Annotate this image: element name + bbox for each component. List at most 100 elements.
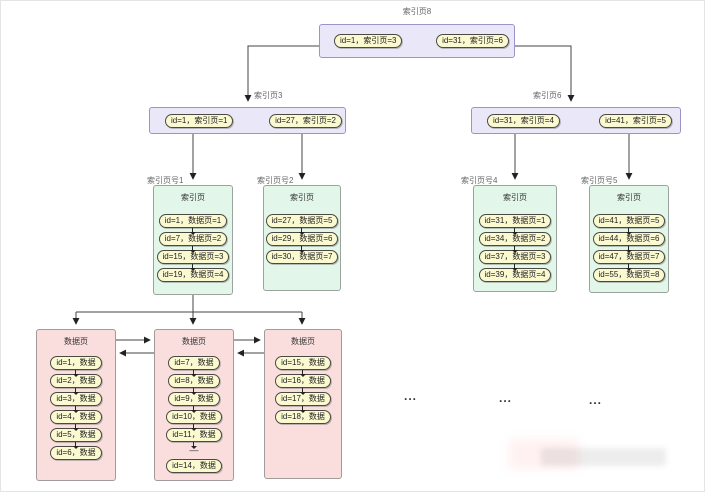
entry: id=4，数据 <box>50 406 102 424</box>
entry: id=3，数据 <box>50 388 102 406</box>
data-page-title: 数据页 <box>182 337 206 346</box>
index-page-no1-entries: id=1，数据页=1 id=7，数据页=2 id=15，数据页=3 id=19，… <box>156 214 230 282</box>
entry: id=41，数据页=5 <box>592 214 666 228</box>
index-entry-pill: id=1，数据页=1 <box>158 214 228 228</box>
data-page-1-entries: id=1，数据 id=2，数据 id=3，数据 id=4，数据 <box>50 356 102 460</box>
ellipsis: ... <box>404 389 418 403</box>
entry: id=14，数据 <box>166 455 222 473</box>
index-entry-pill: id=1，索引页=1 <box>165 113 234 128</box>
down-arrow-icon <box>190 424 197 431</box>
data-page-3-entries: id=15，数据 id=16，数据 id=17，数据 id=18，数据 <box>275 356 331 424</box>
entry: — <box>189 442 198 455</box>
index-entry-pill: id=31，数据页=1 <box>478 214 552 228</box>
down-arrow-icon <box>299 388 306 395</box>
data-page-2-box: 数据页 id=7，数据 id=8，数据 id=9，数据 <box>154 329 234 481</box>
entry: id=34，数据页=2 <box>478 228 552 246</box>
data-page-3-box: 数据页 id=15，数据 id=16，数据 id=17，数据 <box>264 329 342 479</box>
index-page-no2-label: 索引页号2 <box>257 176 294 185</box>
data-page-2-entries: id=7，数据 id=8，数据 id=9，数据 id=10，数据 <box>166 356 222 473</box>
entry: id=8，数据 <box>168 370 220 388</box>
entry: id=27，数据页=5 <box>265 214 339 228</box>
down-arrow-icon <box>189 228 196 235</box>
down-arrow-icon <box>72 406 79 413</box>
entry: id=29，数据页=6 <box>265 228 339 246</box>
entry: id=10，数据 <box>166 406 222 424</box>
index-entry-pill: id=31，索引页=6 <box>436 34 509 48</box>
data-page-title: 数据页 <box>291 337 315 346</box>
entry: id=17，数据 <box>275 388 331 406</box>
down-arrow-icon <box>190 406 197 413</box>
index-entry-pill: id=31，索引页=4 <box>487 113 560 128</box>
index-entry-pill: id=1，索引页=3 <box>334 34 403 48</box>
entry: id=11，数据 <box>166 424 222 442</box>
index-page-no1-box: 索引页 id=1，数据页=1 id=7，数据页=2 id=15，数据页=3 <box>153 185 233 295</box>
index-page-no5-label: 索引页号5 <box>581 176 618 185</box>
index-entry-pill: id=27，数据页=5 <box>265 214 339 228</box>
down-arrow-icon <box>511 228 518 235</box>
index-entry-pill: id=41，数据页=5 <box>592 214 666 228</box>
watermark-blur <box>509 439 579 469</box>
data-entry-pill: id=7，数据 <box>168 356 220 370</box>
entry: id=31，数据页=1 <box>478 214 552 228</box>
down-arrow-icon <box>299 406 306 413</box>
entry: id=18，数据 <box>275 406 331 424</box>
down-arrow-icon <box>72 370 79 377</box>
index-page-no4-entries: id=31，数据页=1 id=34，数据页=2 id=37，数据页=3 id=3… <box>478 214 552 282</box>
index-page-6-label: 索引页6 <box>533 91 562 100</box>
entry: id=55，数据页=8 <box>592 264 666 282</box>
down-arrow-icon <box>72 442 79 449</box>
data-page-title: 数据页 <box>64 337 88 346</box>
index-page-3-box: id=1，索引页=1 id=27，索引页=2 <box>149 107 346 134</box>
entry: id=30，数据页=7 <box>265 246 339 264</box>
data-page-1-box: 数据页 id=1，数据 id=2，数据 id=3，数据 <box>36 329 116 481</box>
down-arrow-icon <box>189 246 196 253</box>
down-arrow-icon <box>72 388 79 395</box>
down-arrow-icon <box>189 264 196 271</box>
index-page-no5-entries: id=41，数据页=5 id=44，数据页=6 id=47，数据页=7 id=5… <box>592 214 666 282</box>
watermark-blur <box>541 448 666 466</box>
down-arrow-icon <box>625 228 632 235</box>
entry: id=9，数据 <box>168 388 220 406</box>
index-page-no5-box: 索引页 id=41，数据页=5 id=44，数据页=6 id=47，数据页=7 <box>589 185 669 293</box>
index-page-3-label: 索引页3 <box>254 91 283 100</box>
entry: id=6，数据 <box>50 442 102 460</box>
down-arrow-icon <box>511 246 518 253</box>
down-arrow-icon <box>511 264 518 271</box>
down-arrow-icon <box>190 370 197 377</box>
entry: id=7，数据 <box>168 356 220 370</box>
data-entry-pill: id=14，数据 <box>166 459 222 473</box>
index-page-6-entries: id=31，索引页=4 id=41，索引页=5 <box>472 108 680 133</box>
entry: id=1，数据 <box>50 356 102 370</box>
index-page-no2-entries: id=27，数据页=5 id=29，数据页=6 id=30，数据页=7 <box>265 214 339 264</box>
down-arrow-icon <box>298 246 305 253</box>
down-arrow-icon <box>625 246 632 253</box>
index-page-6-box: id=31，索引页=4 id=41，索引页=5 <box>471 107 681 134</box>
entry: id=2，数据 <box>50 370 102 388</box>
index-page-no1-label: 索引页号1 <box>147 176 184 185</box>
down-arrow-icon <box>190 442 197 449</box>
down-arrow-icon <box>625 264 632 271</box>
down-arrow-icon <box>299 370 306 377</box>
entry: id=15，数据页=3 <box>156 246 230 264</box>
index-page-title: 索引页 <box>181 193 205 202</box>
index-entry-pill: id=27，索引页=2 <box>269 113 342 128</box>
data-entry-pill: id=1，数据 <box>50 356 102 370</box>
entry: id=19，数据页=4 <box>156 264 230 282</box>
ellipsis: ... <box>499 391 513 405</box>
index-page-no4-box: 索引页 id=31，数据页=1 id=34，数据页=2 id=37，数据页=3 <box>473 185 557 292</box>
data-entry-pill: id=15，数据 <box>275 356 331 370</box>
down-arrow-icon <box>190 388 197 395</box>
root-entries: id=1，索引页=3 id=31，索引页=6 <box>320 25 514 57</box>
index-page-3-entries: id=1，索引页=1 id=27，索引页=2 <box>150 108 345 133</box>
entry: id=1，数据页=1 <box>158 214 228 228</box>
entry: id=37，数据页=3 <box>478 246 552 264</box>
entry: id=47，数据页=7 <box>592 246 666 264</box>
index-entry-pill: id=41，索引页=5 <box>599 113 672 128</box>
index-page-no4-label: 索引页号4 <box>461 176 498 185</box>
entry: id=5，数据 <box>50 424 102 442</box>
entry: id=16，数据 <box>275 370 331 388</box>
entry: id=39，数据页=4 <box>478 264 552 282</box>
index-page-title: 索引页 <box>290 193 314 202</box>
down-arrow-icon <box>72 424 79 431</box>
